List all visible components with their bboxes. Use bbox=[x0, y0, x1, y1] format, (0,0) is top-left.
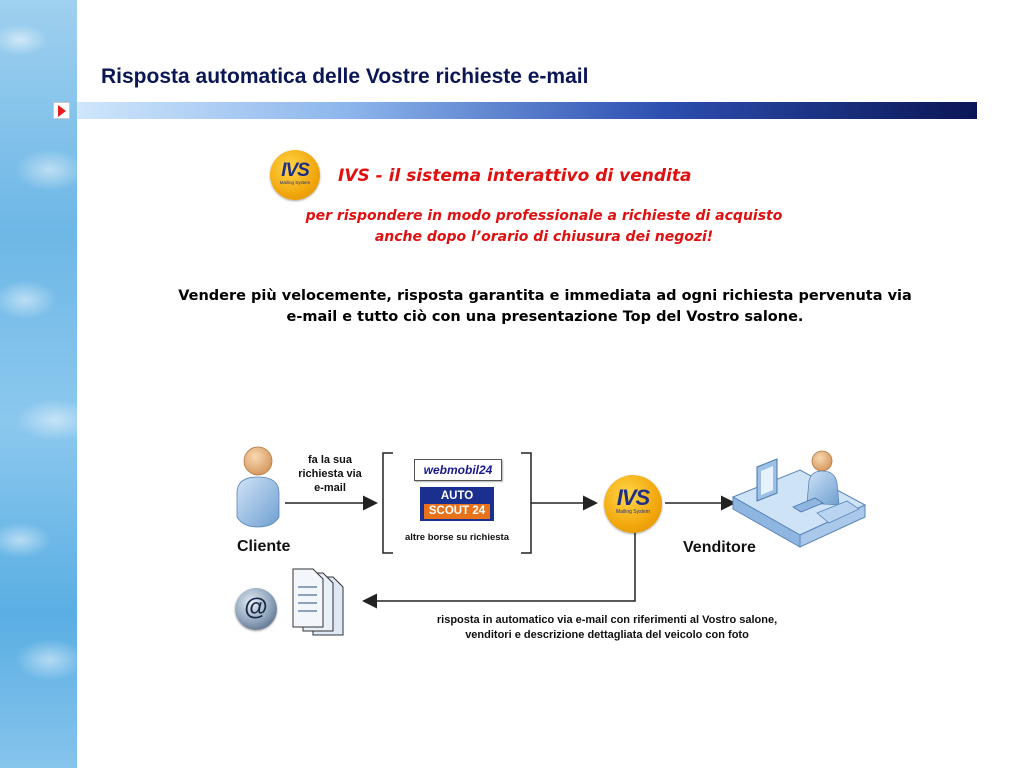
webmobil24-logo: webmobil24 bbox=[414, 459, 502, 481]
body-line-1: Vendere più velocemente, risposta garant… bbox=[178, 288, 912, 304]
client-label: Cliente bbox=[237, 538, 291, 555]
autoscout-line-1: AUTO bbox=[440, 490, 474, 502]
ivs-logo-icon: IVS Mailing System bbox=[270, 150, 320, 200]
request-label-line-3: e-mail bbox=[314, 482, 346, 494]
sidebar-sky-background bbox=[0, 0, 77, 768]
title-underline-bar bbox=[77, 102, 977, 119]
request-label-line-2: richiesta via bbox=[298, 468, 362, 480]
autoscout24-logo: AUTO SCOUT 24 bbox=[420, 487, 494, 521]
person-icon bbox=[236, 446, 280, 528]
ivs-hub-text: IVS bbox=[616, 485, 650, 510]
request-label: fa la sua richiesta via e-mail bbox=[287, 453, 373, 495]
subheading-line-2: anche dopo l’orario di chiusura dei nego… bbox=[374, 229, 714, 245]
ivs-logo-subtext: Mailing System bbox=[279, 180, 311, 185]
portal-bracket-left bbox=[382, 452, 393, 554]
ivs-hub-subtext: Mailing System bbox=[616, 509, 650, 515]
other-portals-label: altre borse su richiesta bbox=[404, 532, 510, 543]
response-line-1: risposta in automatico via e-mail con ri… bbox=[436, 614, 778, 626]
diagram-connectors bbox=[236, 446, 867, 636]
request-label-line-1: fa la sua bbox=[307, 454, 353, 466]
email-at-symbol: @ bbox=[244, 594, 268, 621]
subheading: per rispondere in modo professionale a r… bbox=[220, 206, 868, 248]
arrow-ivs-to-client-response bbox=[362, 531, 636, 609]
bullet-arrow-icon bbox=[53, 102, 70, 119]
body-text: Vendere più velocemente, risposta garant… bbox=[110, 286, 980, 328]
workstation-icon bbox=[731, 450, 867, 548]
vendor-label: Venditore bbox=[683, 539, 756, 556]
ivs-hub-icon: IVS Mailing System bbox=[604, 475, 662, 533]
ivs-logo-text: IVS bbox=[281, 160, 310, 181]
documents-icon bbox=[292, 568, 344, 636]
ivs-heading: IVS - il sistema interattivo di vendita bbox=[338, 166, 692, 186]
subheading-line-1: per rispondere in modo professionale a r… bbox=[305, 208, 783, 224]
response-label: risposta in automatico via e-mail con ri… bbox=[391, 613, 823, 643]
slide-title: Risposta automatica delle Vostre richies… bbox=[101, 65, 589, 88]
body-line-2: e-mail e tutto ciò con una presentazione… bbox=[286, 309, 804, 325]
workflow-diagram: fa la sua richiesta via e-mail Cliente V… bbox=[225, 435, 875, 655]
autoscout-line-2: SCOUT 24 bbox=[424, 504, 490, 519]
email-at-icon: @ bbox=[235, 588, 277, 630]
response-line-2: venditori e descrizione dettagliata del … bbox=[465, 629, 749, 641]
